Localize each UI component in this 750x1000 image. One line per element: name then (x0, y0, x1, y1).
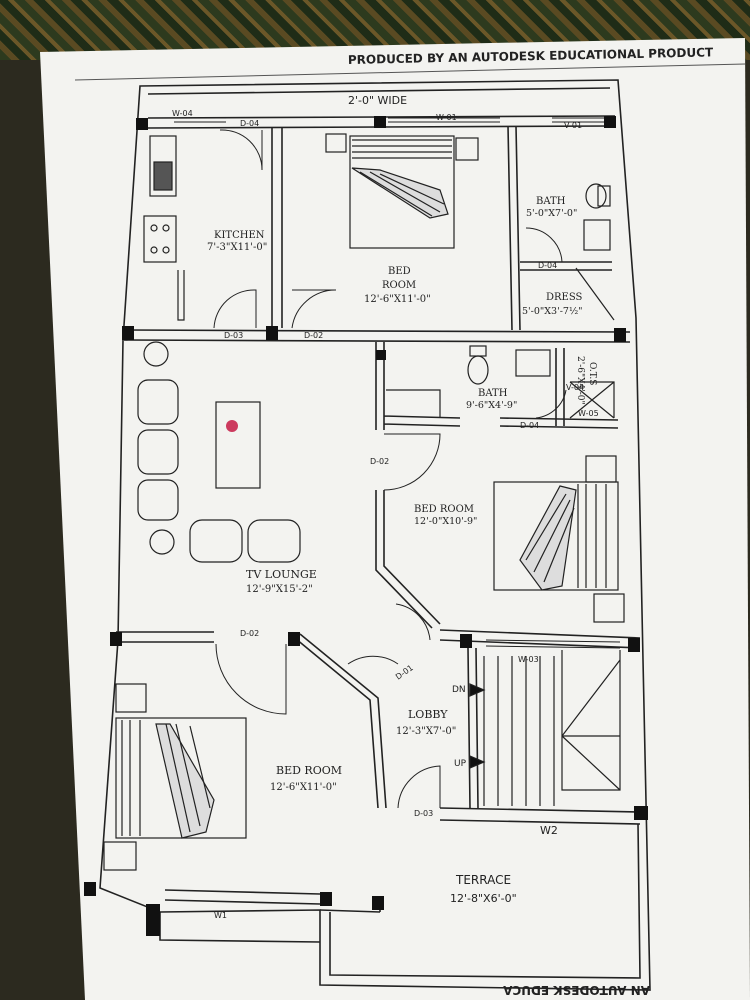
lounge-furniture (137, 341, 301, 563)
kitchen-name: KITCHEN (214, 230, 265, 241)
label-up: UP (454, 759, 467, 769)
label-d02a: D-02 (304, 331, 323, 340)
bath-top-size: 5'-0"X7'-0" (526, 208, 577, 219)
bed-top-name2: ROOM (382, 280, 416, 291)
ink-mark (226, 420, 238, 432)
dress-size: 5'-0"X3'-7½" (522, 306, 583, 317)
lobby-name: LOBBY (408, 708, 448, 721)
ots-name: O.T.S (587, 362, 597, 385)
label-d03b: D-03 (414, 809, 433, 818)
label-w2: W2 (540, 824, 558, 837)
bath-top-fixtures (575, 183, 615, 321)
bed-left-size: 12'-6"X11'-0" (270, 782, 337, 793)
bed-left-furniture (103, 683, 247, 871)
label-w04: W-04 (172, 109, 193, 118)
label-d04b: D-04 (538, 261, 557, 270)
label-v01: V-01 (564, 121, 582, 130)
bed-top-furniture (325, 133, 479, 249)
terrace-size: 12'-8"X6'-0" (450, 892, 517, 905)
top-strip-label: 2'-0" WIDE (348, 94, 407, 107)
ots-size: 2'-6"X4'-0" (575, 356, 585, 405)
tv-lounge-size: 12'-9"X15'-2" (246, 584, 313, 595)
label-v04: V-04 (566, 383, 584, 392)
label-d02c: D-02 (240, 629, 259, 638)
terrace-name: TERRACE (455, 873, 511, 887)
bath-mid-fixtures (386, 345, 615, 419)
bath-top-name: BATH (536, 196, 566, 207)
bed-right-furniture (493, 455, 625, 623)
bed-top-name1: BED (388, 266, 411, 277)
label-d02b: D-02 (370, 457, 389, 466)
bed-right-size: 12'-0"X10'-9" (414, 516, 477, 527)
label-w01: W-01 (436, 113, 457, 122)
label-d04a: D-04 (240, 119, 259, 128)
bath-mid-size: 9'-6"X4'-9" (466, 400, 517, 411)
paper (40, 38, 750, 1000)
header-rule (74, 63, 746, 81)
windows (174, 117, 621, 649)
bed-right-name: BED ROOM (414, 504, 474, 515)
kitchen-size: 7'-3"X11'-0" (207, 242, 267, 253)
tv-lounge-name: TV LOUNGE (246, 568, 317, 581)
dress-name: DRESS (546, 292, 583, 303)
lobby-size: 12'-3"X7'-0" (396, 726, 456, 737)
kitchen-fixtures (143, 135, 185, 321)
bath-mid-name: BATH (478, 388, 508, 399)
bed-top-size: 12'-6"X11'-0" (364, 294, 431, 305)
label-d04c: D-04 (520, 421, 539, 430)
label-w03: W-03 (518, 655, 539, 664)
columns (84, 116, 648, 936)
staircase (469, 650, 621, 806)
bed-left-name: BED ROOM (276, 764, 342, 777)
label-d03a: D-03 (224, 331, 243, 340)
door-swings (213, 129, 567, 809)
label-dn: DN (452, 685, 466, 695)
footer-text: AN AUTODESK EDUCA (502, 983, 650, 997)
label-w05: W-05 (578, 409, 599, 418)
label-w1: W1 (214, 911, 227, 920)
